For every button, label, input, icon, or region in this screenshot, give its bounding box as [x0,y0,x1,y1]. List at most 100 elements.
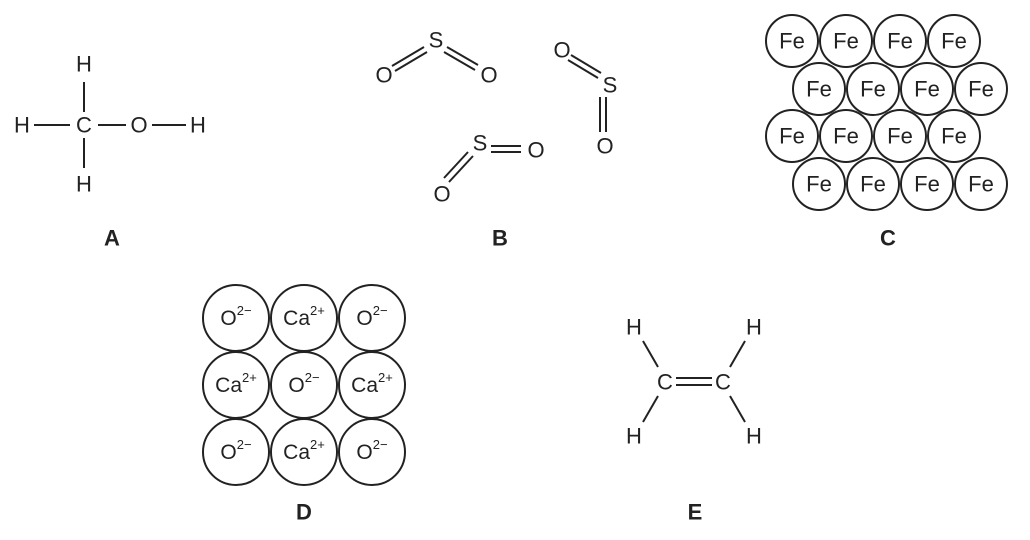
atom-h-bottom-left: H [626,424,642,449]
ion-circle [270,418,338,486]
fe-atom-circle [873,109,927,163]
panel-d-ionic-lattice: O2− Ca2+ O2− Ca2+ O2− Ca2+ O2− Ca2+ O2− … [202,284,406,525]
panel-e-ethene: C C H H H H E [626,315,762,525]
so2-molecule: S O O [553,38,617,159]
ion-label: Ca2+ [215,370,257,397]
fe-atom-label: Fe [968,77,994,102]
ion-symbol: Ca [283,307,310,330]
ion-charge: 2− [373,303,388,318]
fe-atom-circle [846,157,900,211]
ion-symbol: O [356,441,372,464]
ion-label: Ca2+ [283,303,325,330]
fe-atom-label: Fe [860,172,886,197]
bond-double [570,54,602,74]
atom-h-top-right: H [746,315,762,340]
ion-circle [202,418,270,486]
atom-h-top-left: H [626,315,642,340]
fe-atom-label: Fe [941,29,967,54]
fe-atom-label: Fe [833,124,859,149]
ion-label: O2− [356,437,387,464]
ion-charge: 2− [237,303,252,318]
fe-atom-circle [900,62,954,116]
panel-b-sulfur-dioxide: S O O S O O S O O B [375,28,617,251]
ion-symbol: Ca [351,374,378,397]
panel-label-c: C [880,226,896,251]
bond-c-h-bottom-right [729,395,746,423]
fe-atom-label: Fe [833,29,859,54]
bond-double [567,59,599,79]
ion-label: O2− [288,370,319,397]
ion-label: O2− [356,303,387,330]
atom-oxygen: O [375,63,392,88]
ion-symbol: Ca [283,441,310,464]
bond-double [443,51,476,71]
fe-atom-circle [927,109,981,163]
atom-oxygen: O [130,113,147,138]
fe-atom-circle [765,109,819,163]
bond-double [391,46,425,67]
bond-double [448,155,474,183]
atom-oxygen: O [553,38,570,63]
fe-atom-circle [873,14,927,68]
so2-molecule: S O O [375,28,497,88]
ion-symbol: O [288,374,304,397]
so2-molecule: S O O [433,131,544,207]
panel-label-e: E [688,500,703,525]
atom-h-right: H [190,113,206,138]
ion-charge: 2+ [378,370,393,385]
bond-c-h-top-left [642,340,659,368]
atom-sulfur: S [603,73,618,98]
ion-charge: 2+ [242,370,257,385]
atom-h-top: H [76,52,92,77]
fe-atom-label: Fe [806,77,832,102]
atom-h-bottom: H [76,172,92,197]
atom-oxygen: O [433,182,450,207]
panel-label-a: A [104,226,120,251]
atom-carbon-right: C [715,370,731,395]
fe-atom-label: Fe [860,77,886,102]
bond-c-h-top-right [729,340,746,368]
fe-atom-label: Fe [779,29,805,54]
ion-label: O2− [220,303,251,330]
fe-atom-label: Fe [887,29,913,54]
ion-symbol: O [220,307,236,330]
ion-charge: 2− [237,437,252,452]
bond-c-h-bottom-left [642,395,659,423]
fe-atom-circle [819,14,873,68]
atom-carbon-left: C [657,370,673,395]
atom-sulfur: S [429,28,444,53]
ion-symbol: O [220,441,236,464]
ion-charge: 2+ [310,437,325,452]
fe-atom-label: Fe [779,124,805,149]
ion-label: O2− [220,437,251,464]
panel-label-d: D [296,500,312,525]
bond-double [394,51,428,72]
ion-symbol: O [356,307,372,330]
panel-label-b: B [492,226,508,251]
panel-c-iron-lattice: Fe Fe Fe Fe Fe Fe Fe Fe Fe Fe Fe Fe Fe F… [765,14,1008,251]
atom-oxygen: O [596,134,613,159]
ion-charge: 2+ [310,303,325,318]
fe-atom-circle [792,62,846,116]
ion-charge: 2− [373,437,388,452]
atom-oxygen: O [527,138,544,163]
fe-atom-circle [900,157,954,211]
ion-label: Ca2+ [283,437,325,464]
ion-charge: 2− [305,370,320,385]
fe-atom-circle [954,157,1008,211]
fe-atom-label: Fe [941,124,967,149]
fe-atom-label: Fe [914,172,940,197]
panel-a-methanol: H H C O H H A [14,52,206,251]
atom-sulfur: S [473,131,488,156]
fe-atom-circle [927,14,981,68]
fe-atom-label: Fe [914,77,940,102]
ion-symbol: Ca [215,374,242,397]
fe-atom-circle [792,157,846,211]
fe-atom-circle [954,62,1008,116]
atom-oxygen: O [480,63,497,88]
bond-double [443,151,469,179]
fe-atom-label: Fe [806,172,832,197]
atom-h-bottom-right: H [746,424,762,449]
atom-h-left: H [14,113,30,138]
